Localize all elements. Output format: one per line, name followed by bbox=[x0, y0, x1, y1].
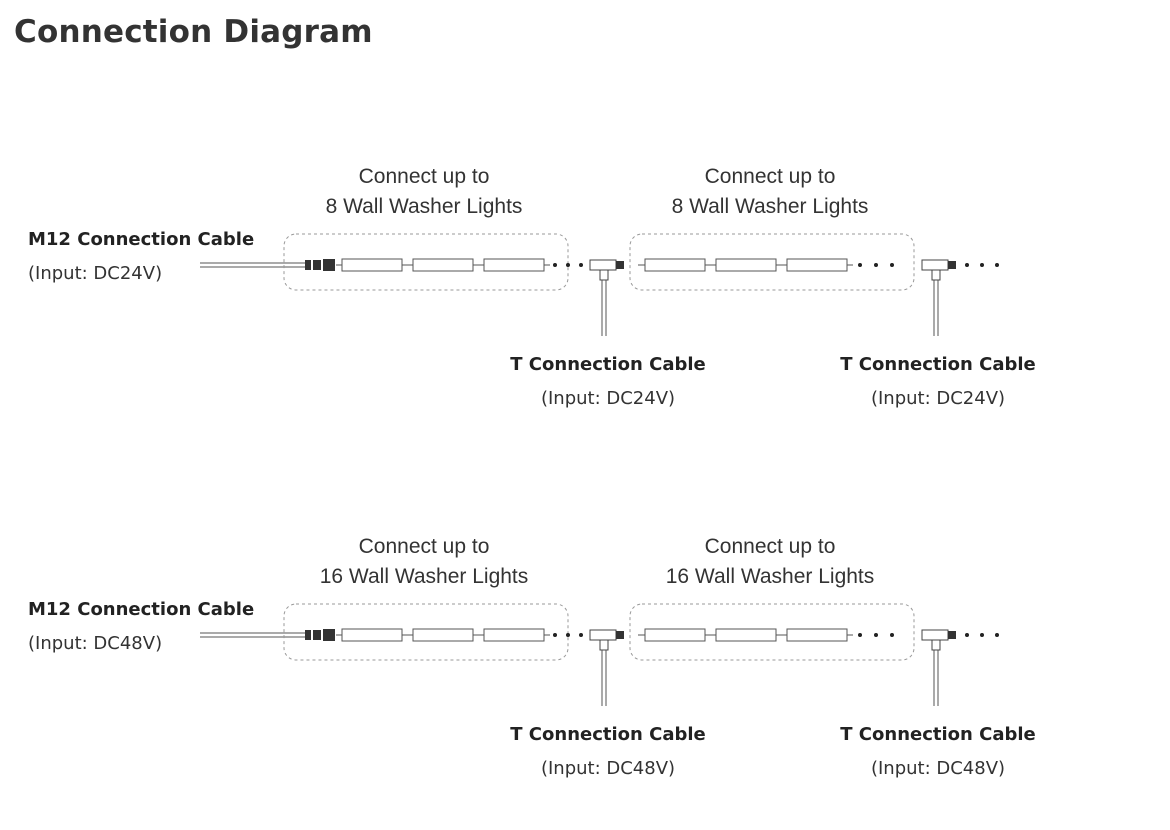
group-box-2 bbox=[629, 233, 915, 291]
group-caption: Connect up to 8 Wall Washer Lights bbox=[671, 165, 869, 218]
wall-washer-light bbox=[412, 258, 474, 272]
wall-washer-light bbox=[644, 258, 706, 272]
group-caption: Connect up to 16 Wall Washer Lights bbox=[319, 535, 529, 588]
m12-connector bbox=[313, 630, 321, 640]
group-box-2 bbox=[629, 603, 915, 661]
t-cable-label: T Connection Cable bbox=[510, 724, 706, 745]
connection-diagram-dc48v: Connect up to 16 Wall Washer Lights Conn… bbox=[0, 530, 1170, 830]
wall-washer-light bbox=[786, 628, 848, 642]
wall-washer-light bbox=[341, 258, 403, 272]
wall-washer-light bbox=[483, 628, 545, 642]
t-cable-label: T Connection Cable bbox=[840, 724, 1036, 745]
wall-washer-light bbox=[786, 258, 848, 272]
wall-washer-light bbox=[715, 628, 777, 642]
wall-washer-light bbox=[483, 258, 545, 272]
m12-connector bbox=[313, 260, 321, 270]
t-connector bbox=[921, 629, 949, 641]
m12-cable-input: (Input: DC48V) bbox=[28, 633, 163, 654]
t-cable-label: T Connection Cable bbox=[510, 354, 706, 375]
wiring-graphic bbox=[200, 233, 999, 336]
t-connector bbox=[589, 629, 617, 641]
t-cable-input: (Input: DC48V) bbox=[540, 758, 676, 779]
t-connector bbox=[921, 259, 949, 271]
wiring-graphic bbox=[200, 603, 999, 706]
t-cable-input: (Input: DC24V) bbox=[870, 388, 1006, 409]
m12-cable-input: (Input: DC24V) bbox=[28, 263, 163, 284]
group-box-1 bbox=[283, 233, 569, 291]
t-connector bbox=[589, 259, 617, 271]
t-cable-input: (Input: DC48V) bbox=[870, 758, 1006, 779]
group-box-1 bbox=[283, 603, 569, 661]
wall-washer-light bbox=[715, 258, 777, 272]
group-caption: Connect up to 16 Wall Washer Lights bbox=[665, 535, 875, 588]
wall-washer-light bbox=[644, 628, 706, 642]
t-cable-input: (Input: DC24V) bbox=[540, 388, 676, 409]
t-cable-label: T Connection Cable bbox=[840, 354, 1036, 375]
wall-washer-light bbox=[412, 628, 474, 642]
page-title: Connection Diagram bbox=[14, 14, 373, 50]
wall-washer-light bbox=[341, 628, 403, 642]
m12-cable-label: M12 Connection Cable bbox=[28, 229, 255, 250]
m12-cable-label: M12 Connection Cable bbox=[28, 599, 255, 620]
connection-diagram-dc24v: Connect up to 8 Wall Washer Lights Conne… bbox=[0, 160, 1170, 460]
group-caption: Connect up to 8 Wall Washer Lights bbox=[325, 165, 523, 218]
